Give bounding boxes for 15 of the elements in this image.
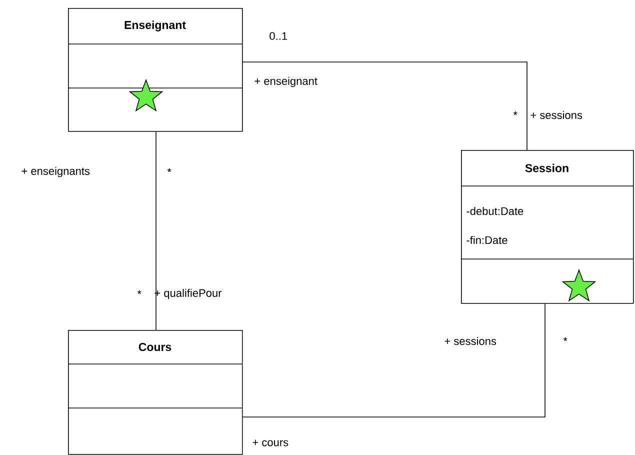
- role-label: + enseignant: [254, 76, 318, 88]
- role-label: + sessions: [444, 336, 496, 346]
- role-label: + sessions: [530, 110, 582, 120]
- class-box: Cours: [68, 330, 243, 455]
- role-label: *: [563, 337, 568, 342]
- role-label: *: [137, 290, 142, 294]
- role-label: *: [167, 168, 172, 172]
- association-line: [242, 303, 546, 418]
- role-label: + enseignants: [22, 166, 90, 178]
- role-label: 0..1: [270, 32, 288, 40]
- class-box: Session -debut:Date -fin:Date: [460, 150, 634, 304]
- role-label: *: [513, 111, 518, 116]
- association-line: [242, 62, 528, 150]
- role-label: + cours: [252, 440, 288, 446]
- class-box: Enseignant: [68, 8, 243, 132]
